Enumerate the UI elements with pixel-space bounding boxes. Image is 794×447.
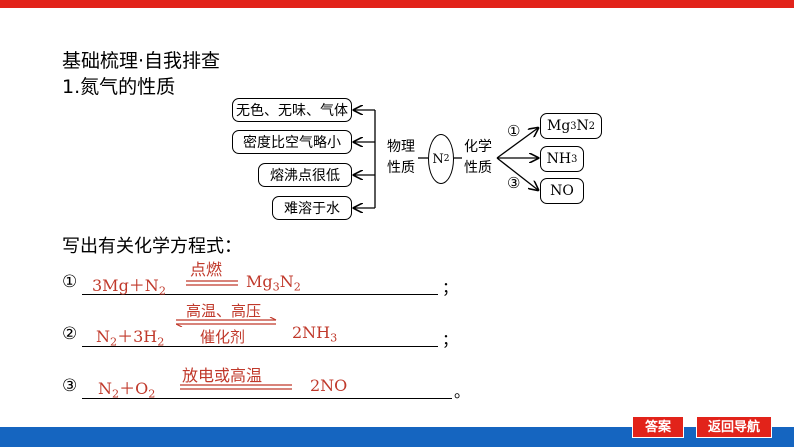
equation-right: Mg3N2	[246, 272, 301, 293]
property-text: 难溶于水	[284, 201, 340, 217]
equation-end: ；	[442, 278, 459, 297]
reversible-arrow	[176, 317, 277, 327]
property-box: 无色、无味、气体	[232, 98, 352, 122]
property-box: 密度比空气略小	[232, 130, 352, 154]
equation-number: ③	[62, 376, 78, 396]
property-text: 熔沸点很低	[270, 168, 340, 184]
equation-left: 3Mg＋N2	[92, 272, 166, 297]
eq-text: 2NH	[292, 323, 331, 342]
eq-text: N	[279, 272, 294, 291]
eq-text: ＋3H	[117, 327, 158, 346]
equation-end: 。	[454, 382, 471, 401]
bottom-bar	[0, 427, 794, 447]
chemical-label: 化学 性质	[463, 137, 493, 179]
eq-sub: 2	[110, 335, 118, 349]
eq-sub: 3	[330, 331, 338, 345]
answer-line	[82, 398, 452, 399]
top-bar	[0, 0, 794, 8]
answer-line	[82, 294, 438, 295]
chemical-label-line2: 性质	[464, 160, 492, 176]
answer-line	[82, 346, 438, 347]
product-box: NO	[540, 178, 584, 204]
eq-sub: 2	[157, 335, 165, 349]
eq-text: N	[96, 327, 110, 346]
equation-number: ②	[62, 324, 78, 344]
equation-condition: 点燃	[190, 260, 223, 279]
eq-text: Mg	[246, 272, 273, 291]
product-text: N	[576, 118, 589, 134]
property-box: 难溶于水	[272, 196, 352, 220]
product-text: NO	[550, 183, 574, 199]
equation-condition-bottom: 催化剂	[200, 328, 246, 346]
eq-sub: 2	[293, 280, 301, 294]
eq-text: 2NO	[310, 376, 348, 395]
equation-right: 2NH3	[292, 323, 337, 344]
back-to-nav-button[interactable]: 返回导航	[696, 416, 772, 438]
equation-end: ；	[442, 330, 459, 349]
product-sub: 2	[588, 120, 595, 132]
eq-text: N	[98, 379, 112, 398]
physical-label: 物理 性质	[386, 137, 416, 179]
eq-text: 3Mg＋N	[92, 276, 159, 295]
answer-button[interactable]: 答案	[632, 416, 684, 438]
product-text: NH	[546, 151, 572, 167]
property-text: 无色、无味、气体	[236, 103, 348, 119]
property-text: 密度比空气略小	[243, 135, 341, 151]
equation-left: N2＋O2	[98, 375, 155, 400]
equation-left: N2＋3H2	[96, 323, 164, 348]
property-box: 熔沸点很低	[258, 163, 352, 187]
equals-sign	[180, 384, 292, 390]
equation-condition: 放电或高温	[182, 366, 263, 385]
subtitle: 1.氮气的性质	[62, 76, 176, 98]
eq-sub: 2	[158, 284, 166, 298]
physical-label-line2: 性质	[387, 160, 415, 176]
eq-text: ＋O	[119, 379, 149, 398]
prompt-text: 写出有关化学方程式：	[62, 236, 242, 257]
n2-subscript: 2	[443, 154, 450, 164]
reaction-number: ①	[507, 122, 521, 140]
product-text: Mg	[546, 118, 571, 134]
product-sub: 3	[570, 120, 577, 132]
n2-symbol: N	[432, 151, 444, 167]
equation-right: 2NO	[310, 376, 347, 395]
eq-sub: 2	[148, 387, 156, 401]
physical-label-line1: 物理	[387, 139, 415, 155]
section-title: 基础梳理·自我排查	[62, 50, 221, 72]
equals-sign	[186, 280, 238, 286]
eq-sub: 3	[272, 280, 280, 294]
equation-condition-top: 高温、高压	[186, 302, 262, 320]
equation-number: ①	[62, 272, 78, 292]
chemical-label-line1: 化学	[464, 139, 492, 155]
eq-sub: 2	[112, 387, 120, 401]
product-sub: 3	[571, 153, 578, 165]
reaction-number: ③	[507, 174, 521, 192]
